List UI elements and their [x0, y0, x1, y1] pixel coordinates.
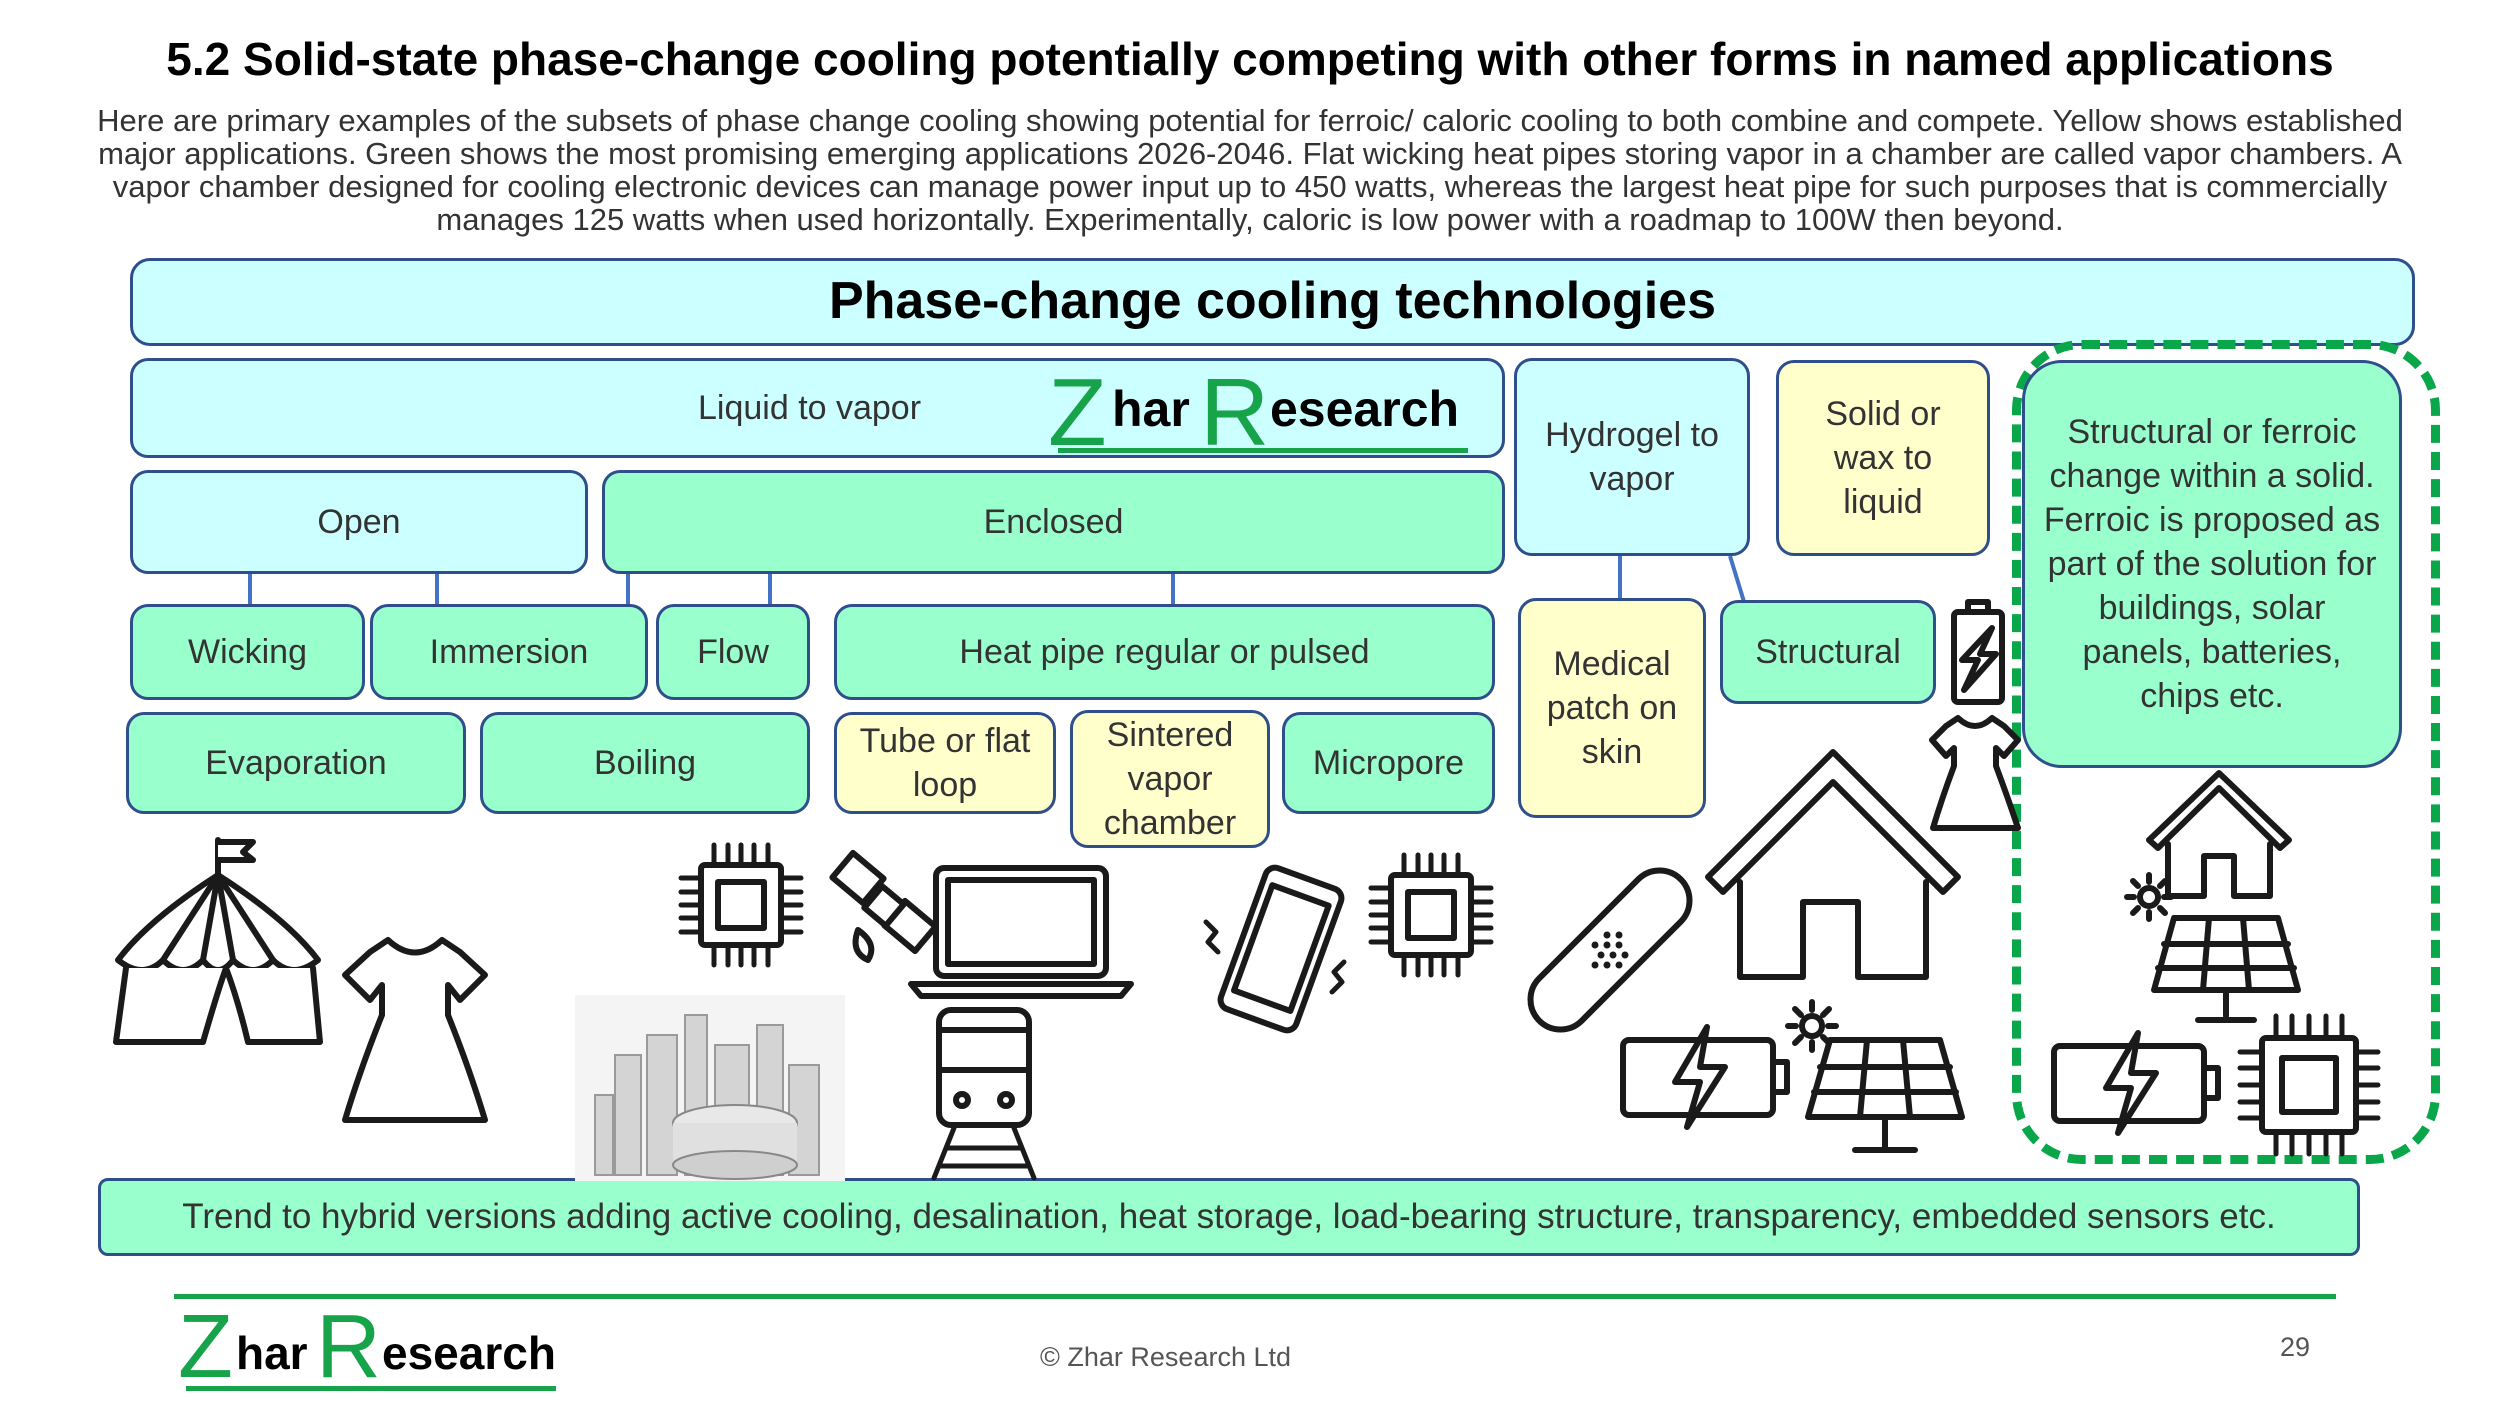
solid-wax-label: Solid or wax to liquid	[1825, 394, 1941, 522]
battery-icon	[1620, 1024, 1790, 1130]
sintered-label: Sintered vapor chamber	[1103, 715, 1237, 843]
battery-icon	[1951, 599, 2005, 705]
page-number: 29	[2280, 1332, 2311, 1362]
structural-box: Structural	[1720, 600, 1936, 704]
wicking-label: Wicking	[187, 632, 308, 671]
immersion-box: Immersion	[370, 604, 648, 700]
house-icon	[1705, 749, 1961, 980]
solid-wax-box: Solid or wax to liquid	[1776, 360, 1990, 556]
satellite-icon	[829, 849, 939, 963]
chip-icon	[1368, 852, 1494, 978]
ferroic-label: Structural or ferroic change within a so…	[2043, 413, 2381, 715]
medical-box: Medical patch on skin	[1518, 598, 1706, 818]
dress-icon	[342, 937, 488, 1123]
evaporation-label: Evaporation	[205, 743, 387, 782]
zhar-logo-top: Z har R esearch	[1048, 359, 1468, 466]
flow-label: Flow	[697, 632, 769, 671]
logo-underline	[1058, 448, 1468, 453]
logo-esearch: esearch	[382, 1327, 556, 1379]
copyright: © Zhar Research Ltd	[1040, 1342, 1292, 1372]
micropore-label: Micropore	[1312, 743, 1465, 782]
phone-icon	[1203, 864, 1347, 1034]
logo-har: har	[1112, 381, 1190, 437]
open-box: Open	[130, 470, 588, 574]
tent-icon	[113, 837, 323, 1045]
liquid-to-vapor-label: Liquid to vapor	[698, 388, 922, 427]
solar-panel-icon	[2151, 915, 2301, 1023]
liquid-to-vapor-box: Liquid to vapor	[130, 358, 1505, 458]
bandage-icon	[1527, 867, 1693, 1033]
diagram-header: Phase-change cooling technologies	[130, 258, 2415, 346]
medical-label: Medical patch on skin	[1546, 644, 1678, 772]
sun-icon	[2124, 872, 2174, 922]
battery-icon	[2051, 1030, 2221, 1136]
sun-icon	[1785, 999, 1839, 1053]
evaporation-box: Evaporation	[126, 712, 466, 814]
ferroic-highlight-border	[2012, 340, 2440, 1164]
structural-label: Structural	[1755, 632, 1901, 671]
heat-pipe-box: Heat pipe regular or pulsed	[834, 604, 1495, 700]
logo-underline	[186, 1386, 556, 1391]
chip-icon	[678, 842, 804, 968]
logo-r: R	[316, 1297, 381, 1397]
heat-pipe-label: Heat pipe regular or pulsed	[959, 632, 1370, 671]
boiling-label: Boiling	[593, 743, 697, 782]
ferroic-box: Structural or ferroic change within a so…	[2022, 360, 2402, 768]
diagram-header-label: Phase-change cooling technologies	[828, 272, 1717, 331]
dress-icon	[1929, 715, 2021, 831]
logo-har: har	[236, 1327, 308, 1379]
laptop-icon	[908, 865, 1134, 999]
trend-label: Trend to hybrid versions adding active c…	[182, 1197, 2276, 1237]
slide-title: 5.2 Solid-state phase-change cooling pot…	[166, 33, 2334, 85]
flow-box: Flow	[656, 604, 810, 700]
tube-loop-box: Tube or flat loop	[834, 712, 1056, 814]
solar-panel-icon	[1805, 1037, 1965, 1153]
footer-rule	[174, 1294, 2336, 1299]
wicking-box: Wicking	[130, 604, 365, 700]
tube-loop-label: Tube or flat loop	[859, 721, 1031, 804]
train-icon	[931, 1007, 1037, 1181]
enclosed-label: Enclosed	[983, 502, 1124, 541]
immersion-label: Immersion	[429, 632, 589, 671]
trend-box: Trend to hybrid versions adding active c…	[98, 1178, 2360, 1256]
chip-icon	[2237, 1013, 2381, 1157]
hydrogel-box: Hydrogel to vapor	[1514, 358, 1750, 556]
open-label: Open	[317, 502, 401, 541]
sintered-box: Sintered vapor chamber	[1070, 710, 1270, 848]
logo-esearch: esearch	[1270, 381, 1460, 437]
micropore-box: Micropore	[1282, 712, 1495, 814]
house-icon	[2146, 770, 2292, 899]
hydrogel-label: Hydrogel to vapor	[1545, 415, 1719, 498]
logo-z: Z	[178, 1297, 233, 1397]
boiling-box: Boiling	[480, 712, 810, 814]
factory-icon	[575, 995, 845, 1181]
enclosed-box: Enclosed	[602, 470, 1505, 574]
slide-intro: Here are primary examples of the subsets…	[97, 103, 2403, 237]
zhar-logo-footer: Z har R esearch	[178, 1297, 578, 1398]
